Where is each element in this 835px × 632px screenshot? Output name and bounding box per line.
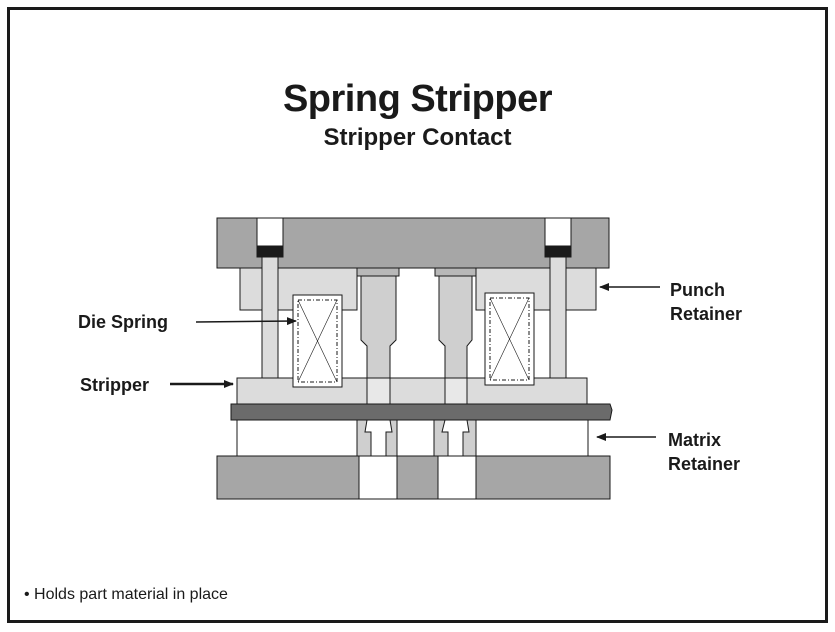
die-spring-right [484,292,535,386]
matrix-retainer-label-line2: Retainer [668,454,741,474]
punch-head-left [356,267,400,277]
stripper-bolt-right-shaft [549,256,567,379]
punch-retainer-label-line1: Punch [670,280,726,300]
matrix-retainer-label: Matrix Retainer [668,428,740,476]
stripper-bolt-left [256,217,284,247]
matrix-retainer [236,419,589,457]
slide-frame [7,7,828,623]
stripper-bolt-right-head [544,245,572,258]
die-spring-arrow [195,317,297,326]
matrix-retainer-label-line1: Matrix [668,430,722,450]
part-material-strip [230,403,613,421]
stripper-bolt-right [544,217,572,247]
diagram-title: Spring Stripper [282,78,553,120]
stripper-label: Stripper [80,375,150,395]
die-shoe-slug-hole-left [358,455,398,500]
stripper-hole-right [444,377,468,405]
punch-retainer-label-line2: Retainer [670,304,743,324]
stripper-bolt-left-head [256,245,284,258]
die-spring-left [292,294,343,388]
footnote-bullet: • Holds part material in place [24,586,228,603]
punch-retainer-label: Punch Retainer [670,278,742,326]
punch-holder-plate [216,217,610,269]
stripper-hole-left [366,377,391,405]
die-spring-label: Die Spring [78,312,169,332]
stripper-bolt-left-shaft [261,256,279,379]
diagram-subtitle: Stripper Contact [323,124,512,151]
die-shoe [216,455,611,500]
die-shoe-slug-hole-right [437,455,477,500]
punch-head-right [434,267,477,277]
